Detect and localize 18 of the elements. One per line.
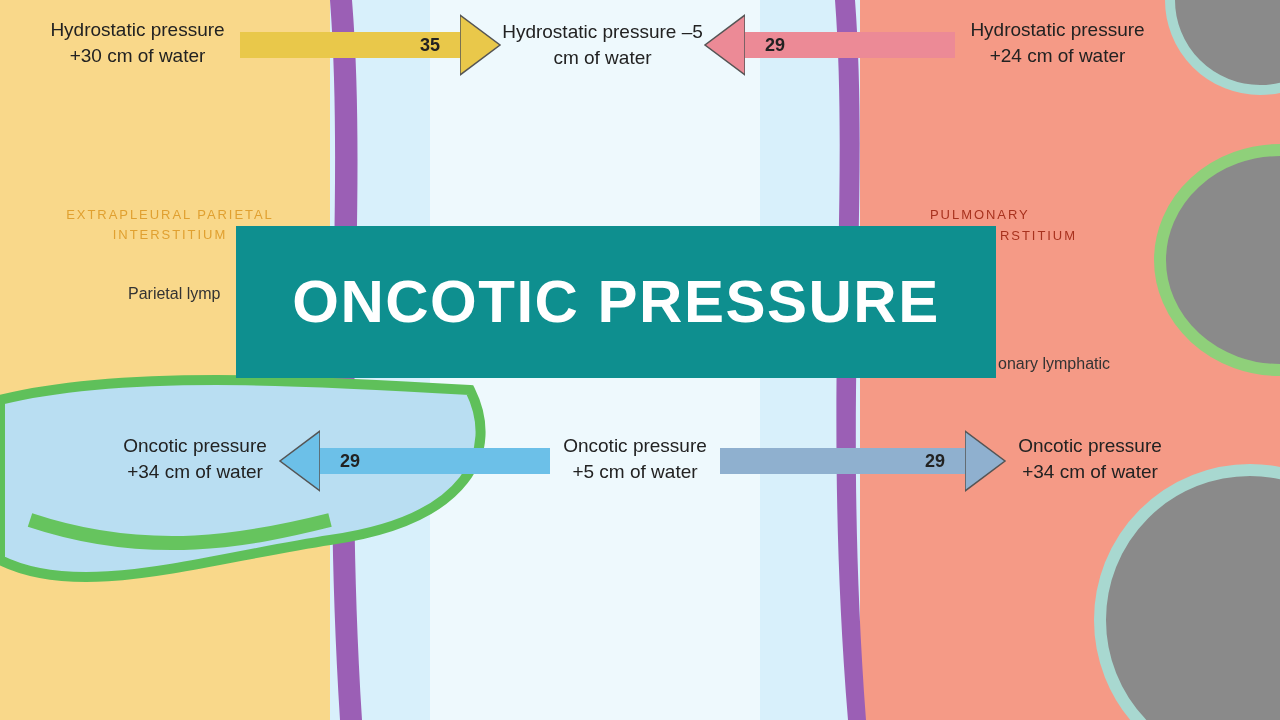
edge-label: 35	[420, 33, 440, 57]
pressure-label: Oncotic pressure +34 cm of water	[1017, 434, 1163, 484]
pressure-label: Oncotic pressure +5 cm of water	[562, 434, 708, 484]
structure-label: Parietal lymp	[128, 284, 221, 304]
region-label: RSTITIUM	[1000, 227, 1077, 245]
arrow	[720, 430, 1006, 492]
edge-label: 29	[925, 449, 945, 473]
arrow	[240, 14, 501, 76]
pressure-label: Hydrostatic pressure –5 cm of water	[501, 20, 704, 70]
pressure-label: Oncotic pressure +34 cm of water	[122, 434, 268, 484]
pressure-label: Hydrostatic pressure +24 cm of water	[969, 18, 1146, 68]
title-banner: ONCOTIC PRESSURE	[236, 226, 996, 378]
edge-label: 29	[340, 449, 360, 473]
pressure-label: Hydrostatic pressure +30 cm of water	[49, 18, 226, 68]
region-label: PULMONARY	[930, 206, 1030, 224]
edge-label: 29	[765, 33, 785, 57]
arrow	[704, 14, 955, 76]
structure-label: onary lymphatic	[998, 354, 1111, 374]
